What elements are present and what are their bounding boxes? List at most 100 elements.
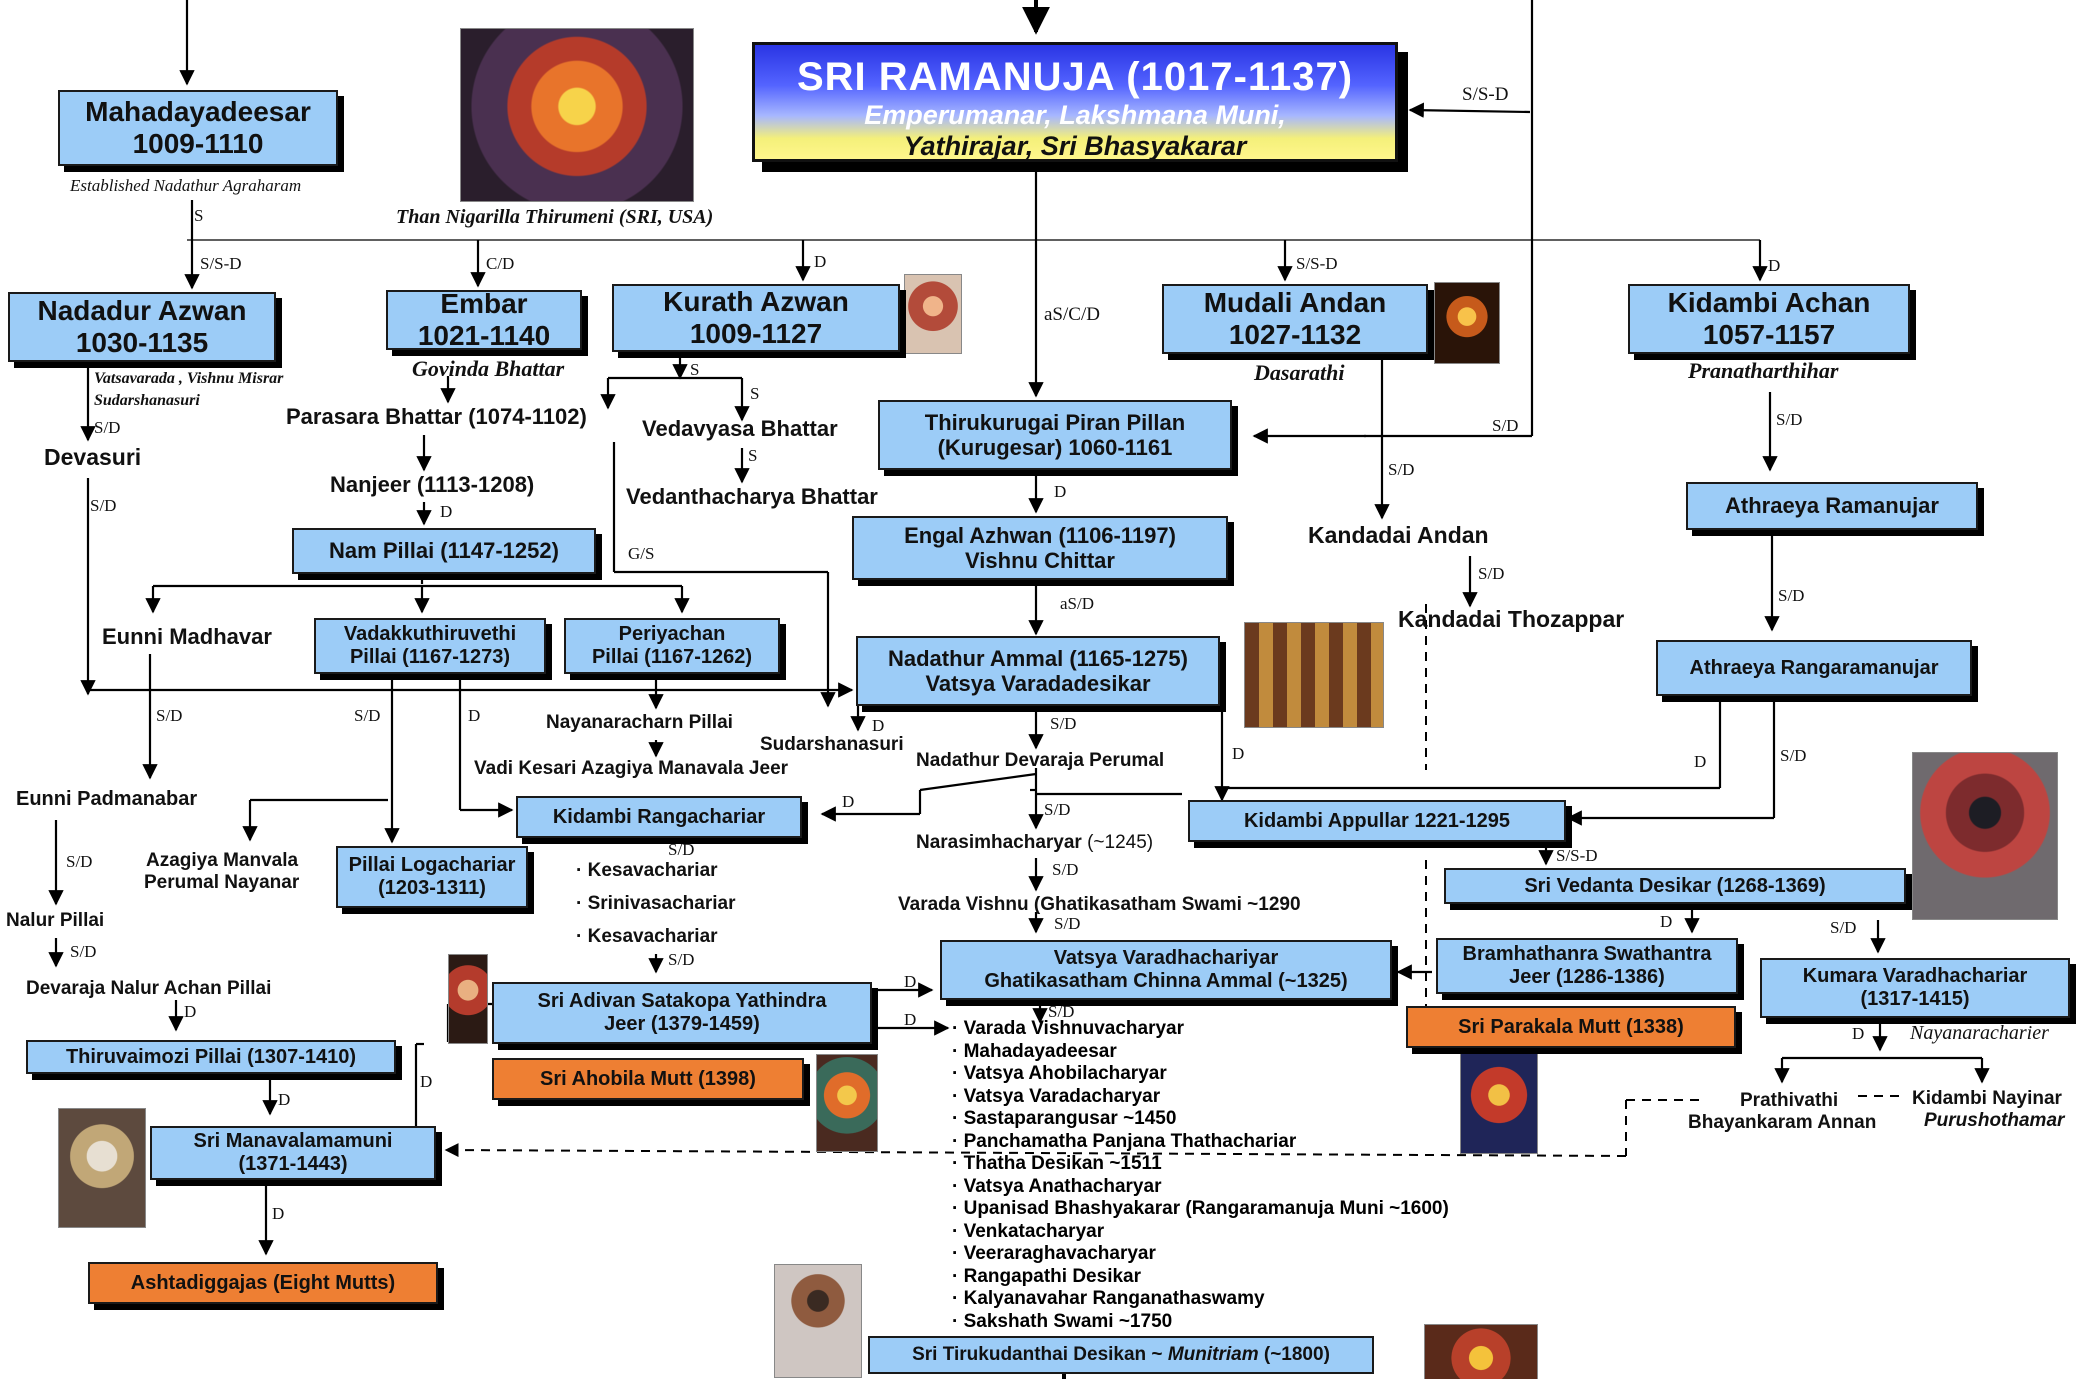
pillai-logachariar-box: Pillai Logachariar(1203-1311)	[336, 846, 528, 908]
lineage-item: · Veeraraghavacharyar	[952, 1243, 1156, 1264]
label-sd-right: S/D	[1492, 416, 1519, 435]
name-kesavachariar-1: · Kesavachariar	[576, 860, 718, 881]
lineage-item: · Kalyanavahar Ranganathaswamy	[952, 1288, 1265, 1309]
lineage-item: · Upanisad Bhashyakarar (Rangaramanuja M…	[952, 1198, 1449, 1219]
deity-photo	[904, 274, 962, 354]
deity-photo	[58, 1108, 146, 1228]
manavalamamuni-box: Sri Manavalamamuni(1371-1443)	[150, 1126, 436, 1180]
engal-azhwan-box: Engal Azhwan (1106-1197)Vishnu Chittar	[852, 516, 1228, 580]
lineage-item: · Mahadayadeesar	[952, 1040, 1117, 1062]
label-sd-appullar: S/D	[1780, 746, 1807, 765]
kumara-varadhachariar-box: Kumara Varadhachariar(1317-1415)	[1760, 958, 2070, 1018]
lineage-list: · Varada Vishnuvacharyar· Mahadayadeesar…	[952, 1018, 1449, 1333]
ahobila-mutt-box: Sri Ahobila Mutt (1398)	[492, 1058, 804, 1100]
caption-purushothamar: Purushothamar	[1924, 1110, 2065, 1131]
label-sd-athraeya: S/D	[1778, 586, 1805, 605]
label-sd-eunni: S/D	[156, 706, 183, 725]
label-d-bramhathanra: D	[1660, 912, 1673, 931]
label-sd-list: S/D	[1048, 1002, 1075, 1021]
name-eunni-madhavar: Eunni Madhavar	[102, 624, 272, 649]
athraeya-rangaramanujar-box: Athraeya Rangaramanujar	[1656, 640, 1972, 696]
name-prathivathi-1: Prathivathi	[1740, 1090, 1839, 1111]
label-d-rangachariar: D	[842, 792, 855, 811]
name-devasuri: Devasuri	[44, 444, 142, 470]
kidambi-rangachariar-box: Kidambi Rangachariar	[516, 796, 802, 838]
label-s-kurath-right: S	[750, 384, 760, 403]
label-sd-mudali: S/D	[1388, 460, 1415, 479]
name-devaraja-nalur: Devaraja Nalur Achan Pillai	[26, 978, 272, 999]
deity-photo	[460, 28, 694, 202]
main-subtitle-1: Emperumanar, Lakshmana Muni,	[864, 100, 1286, 130]
label-d-nadathur: D	[1232, 744, 1245, 763]
caption-govinda: Govinda Bhattar	[412, 356, 565, 381]
label-d-thiruvaimozi: D	[278, 1090, 291, 1109]
caption-vatsavarada-2: Sudarshanasuri	[94, 392, 200, 409]
name-kandadai-thozappar: Kandadai Thozappar	[1398, 606, 1625, 632]
label-d-vadakku: D	[468, 706, 481, 725]
lineage-item: · Varada Vishnuvacharyar	[952, 1018, 1185, 1039]
label-d-manavala: D	[420, 1072, 433, 1091]
name-narasimhacharyar: Narasimhacharyar (~1245)	[916, 832, 1154, 853]
name-vadi-kesari: Vadi Kesari Azagiya Manavala Jeer	[474, 758, 789, 779]
name-nalur-pillai: Nalur Pillai	[6, 910, 105, 931]
label-d-adivan: D	[904, 972, 917, 991]
caption-dasarathi: Dasarathi	[1254, 360, 1345, 385]
name-parasara-bhattar: Parasara Bhattar (1074-1102)	[286, 404, 587, 429]
lineage-item: · Sastaparangusar ~1450	[952, 1108, 1177, 1129]
thiruvaimozi-pillai-box: Thiruvaimozi Pillai (1307-1410)	[26, 1040, 396, 1074]
lineage-item: · Thatha Desikan ~1511	[952, 1153, 1162, 1174]
label-d-kurath: D	[814, 252, 827, 271]
vedanta-desikar-box: Sri Vedanta Desikar (1268-1369)	[1444, 868, 1906, 904]
lineage-item: · Vatsya Anathacharyar	[952, 1175, 1162, 1197]
deity-photo	[1424, 1324, 1538, 1379]
name-vedavyasa-bhattar: Vedavyasa Bhattar	[642, 416, 838, 441]
nadathur-ammal-box: Nadathur Ammal (1165-1275)Vatsya Varadad…	[856, 636, 1220, 706]
label-sd-nadathur: S/D	[1050, 714, 1077, 733]
label-sd-devasuri: S/D	[90, 496, 117, 515]
name-vedanthacharya: Vedanthacharya Bhattar	[626, 484, 878, 509]
label-sd-padmanabar: S/D	[66, 852, 93, 871]
label-s-mahadayadeesar: S	[194, 206, 204, 225]
name-azagiya-manvala-1: Azagiya Manvala	[146, 850, 299, 871]
kidambi-appullar-box: Kidambi Appullar 1221-1295	[1188, 800, 1566, 842]
label-sd-kidambi-ranga: S/D	[668, 840, 695, 859]
parakala-mutt-box: Sri Parakala Mutt (1338)	[1406, 1006, 1736, 1048]
label-ssd-nadadur: S/S-D	[200, 254, 242, 273]
lineage-item: · Panchamatha Panjana Thathachariar	[952, 1130, 1297, 1152]
label-d-kidambi: D	[1768, 256, 1781, 275]
label-sd-vadakku: S/D	[354, 706, 381, 725]
label-sd-adivan: S/D	[668, 950, 695, 969]
label-ssd-desikar: S/S-D	[1556, 846, 1598, 865]
label-sd-varada: S/D	[1052, 860, 1079, 879]
caption-nayanaracharier: Nayanaracharier	[1910, 1022, 2049, 1044]
label-ssd-main: S/S-D	[1462, 84, 1509, 105]
label-ssd-mudali: S/S-D	[1296, 254, 1338, 273]
label-gs: G/S	[628, 544, 655, 563]
name-sudarshanasuri: Sudarshanasuri	[760, 734, 904, 755]
name-kandadai-andan: Kandadai Andan	[1308, 522, 1489, 548]
label-d-sudarshana: D	[872, 716, 885, 735]
deity-photo	[1434, 282, 1500, 364]
main-title-box: SRI RAMANUJA (1017-1137) Emperumanar, La…	[752, 42, 1398, 162]
label-s-kurath-left: S	[690, 360, 700, 379]
name-nadathur-devaraja: Nadathur Devaraja Perumal	[916, 750, 1165, 771]
lineage-item: · Venkatacharyar	[952, 1220, 1105, 1242]
name-srinivasachariar: · Srinivasachariar	[576, 893, 736, 914]
label-d-appullar: D	[1694, 752, 1707, 771]
caption-vatsavarada-1: Vatsavarada , Vishnu Misrar	[94, 370, 284, 387]
lineage-item: · Vatsya Ahobilacharyar	[952, 1063, 1167, 1084]
name-kidambi-nayinar: Kidambi Nayinar	[1912, 1088, 2062, 1109]
label-asd: aS/D	[1060, 594, 1094, 613]
ashtadiggajas-box: Ashtadiggajas (Eight Mutts)	[88, 1262, 438, 1304]
deity-photo	[816, 1054, 878, 1152]
main-subtitle-2: Yathirajar, Sri Bhasyakarar	[903, 131, 1247, 161]
